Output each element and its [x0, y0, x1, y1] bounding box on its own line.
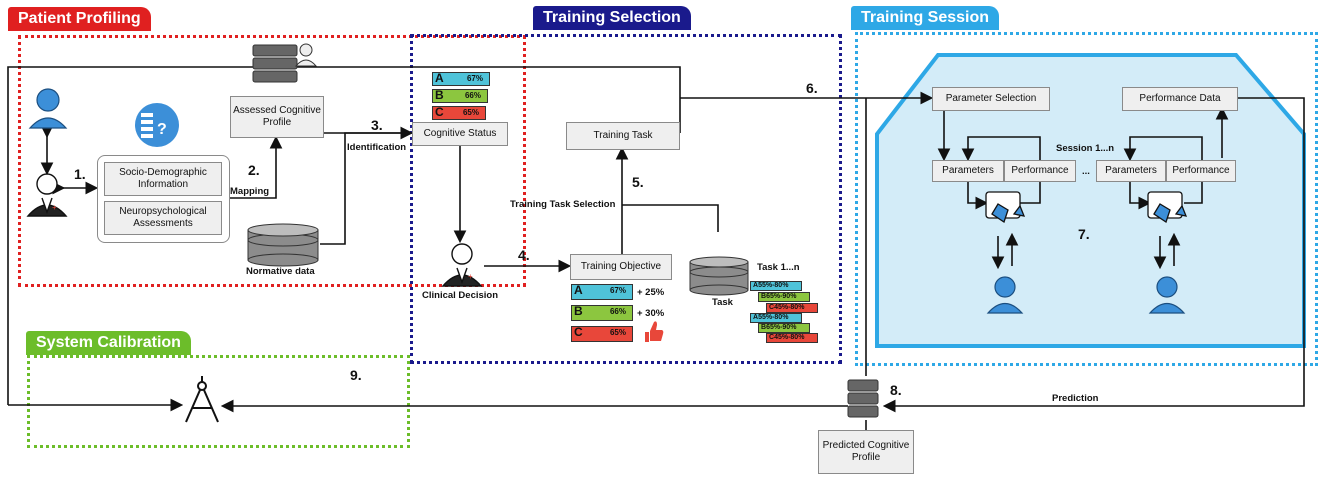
status-bar-c: C 65%: [432, 106, 486, 120]
patient-profiling-frame: [18, 35, 526, 287]
objective-bar-b: B 66%: [571, 305, 633, 321]
database-icon-normative: [247, 223, 319, 267]
ellipsis-label: ...: [1082, 166, 1090, 177]
tablet-touch-icon-1: [985, 191, 1026, 224]
training-selection-title: Training Selection: [533, 6, 691, 30]
identification-label: Identification: [347, 142, 407, 153]
cognitive-status-box: Cognitive Status: [412, 122, 508, 146]
training-session-frame: [855, 32, 1318, 366]
step-3: 3.: [371, 117, 383, 133]
training-task-box: Training Task: [566, 122, 680, 150]
objective-target-b: + 30%: [637, 308, 665, 319]
server-icon-top: [252, 43, 318, 83]
parameters-box-2: Parameters: [1096, 160, 1166, 182]
thumbs-up-icon: [645, 321, 664, 342]
svg-text:+: +: [52, 203, 57, 212]
svg-text:+: +: [468, 272, 473, 281]
task-range-b-1: B65%-90%: [758, 292, 810, 302]
system-calibration-frame: [27, 355, 410, 448]
objective-bar-a: A 67%: [571, 284, 633, 300]
task-range-label: Task 1...n: [757, 262, 800, 273]
training-task-selection-label: Training Task Selection: [510, 199, 616, 210]
status-bar-b: B 66%: [432, 89, 488, 103]
training-selection-frame: [410, 34, 842, 364]
database-icon-task: [689, 256, 749, 296]
performance-box-2: Performance: [1166, 160, 1236, 182]
task-range-c-2: C45%-80%: [766, 333, 818, 343]
objective-target-a: + 25%: [637, 287, 665, 298]
assessed-profile-box: Assessed Cognitive Profile: [230, 96, 324, 138]
step-2: 2.: [248, 162, 260, 178]
step-8: 8.: [890, 382, 902, 398]
clinical-doctor-icon: +: [441, 243, 483, 287]
step-7: 7.: [1078, 226, 1090, 242]
tablet-touch-icon-2: [1147, 191, 1188, 224]
server-icon-bottom: [847, 379, 879, 418]
user-icon-session-2: [1148, 276, 1186, 314]
task-range-a-1: A55%-80%: [750, 281, 802, 291]
task-range-b-2: B65%-90%: [758, 323, 810, 333]
training-session-title: Training Session: [851, 6, 1000, 30]
step-1: 1.: [74, 166, 86, 182]
predicted-profile-box: Predicted Cognitive Profile: [818, 430, 914, 474]
questionnaire-icon: ?: [135, 103, 179, 147]
normative-data-label: Normative data: [246, 266, 315, 277]
prediction-label: Prediction: [1052, 393, 1099, 404]
parameters-box-1: Parameters: [932, 160, 1004, 182]
user-icon-session-1: [986, 276, 1024, 314]
socio-demographic-box: Socio-Demographic Information: [104, 162, 222, 196]
patient-icon: [28, 88, 68, 129]
task-label: Task: [712, 297, 733, 308]
parameter-selection-box: Parameter Selection: [932, 87, 1050, 111]
patient-profiling-title: Patient Profiling: [8, 7, 151, 31]
session-range-label: Session 1...n: [1056, 143, 1115, 154]
doctor-icon: +: [26, 173, 68, 217]
cognitive-status-bars: A 67% B 66% C 65%: [432, 72, 502, 120]
task-range-a-2: A55%-80%: [750, 313, 802, 323]
objective-bar-c: C 65%: [571, 326, 633, 342]
status-bar-a: A 67%: [432, 72, 490, 86]
performance-data-box: Performance Data: [1122, 87, 1238, 111]
neuropsychological-box: Neuropsychological Assessments: [104, 201, 222, 235]
step-5: 5.: [632, 174, 644, 190]
training-objective-box: Training Objective: [570, 254, 672, 280]
svg-text:?: ?: [157, 121, 167, 138]
mapping-label: Mapping: [230, 186, 270, 197]
step-6: 6.: [806, 80, 818, 96]
clinical-decision-label: Clinical Decision: [422, 290, 499, 301]
compass-icon: [185, 376, 219, 423]
step-9: 9.: [350, 367, 362, 383]
performance-box-1: Performance: [1004, 160, 1076, 182]
task-range-c-1: C45%-80%: [766, 303, 818, 313]
system-calibration-title: System Calibration: [26, 331, 191, 355]
step-4: 4.: [518, 247, 530, 263]
